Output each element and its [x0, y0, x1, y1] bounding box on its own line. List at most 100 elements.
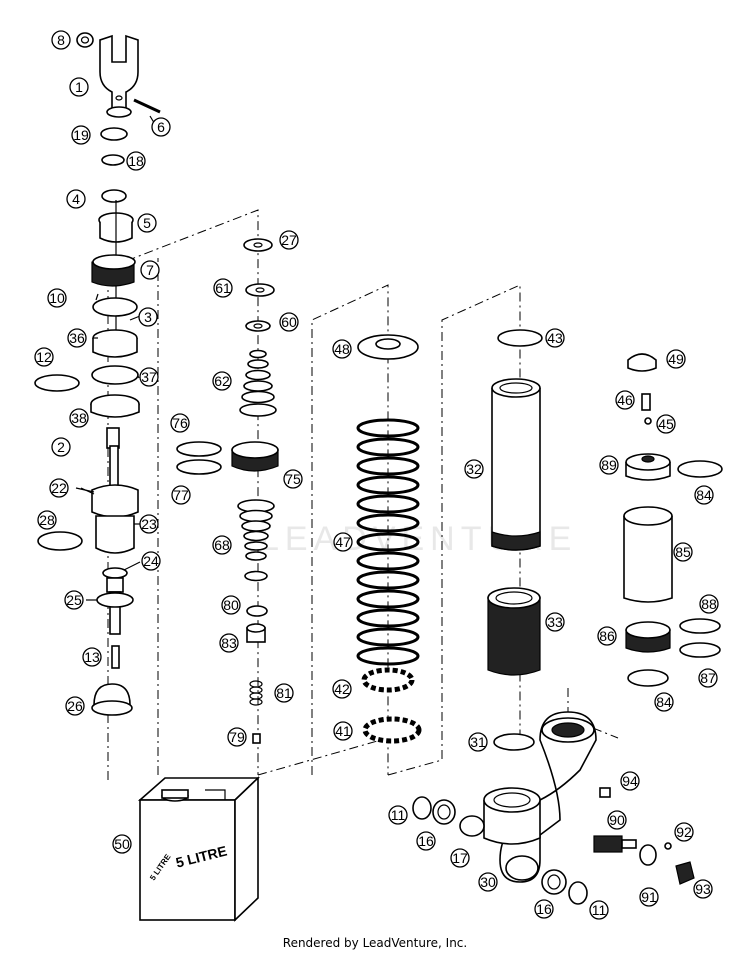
part-adjuster-33: [487, 587, 541, 676]
part-clevis: [99, 34, 139, 118]
callout-79: 79: [227, 727, 247, 747]
callout-91: 91: [639, 887, 659, 907]
callout-61: 61: [213, 278, 233, 298]
part-ring-19: [100, 127, 128, 141]
callout-7: 7: [140, 260, 160, 280]
svg-text:94: 94: [622, 773, 638, 789]
callout-25: 25: [64, 590, 84, 610]
callout-42: 42: [332, 679, 352, 699]
svg-text:18: 18: [128, 153, 144, 169]
part-ring-87: [679, 642, 721, 658]
svg-text:61: 61: [215, 280, 231, 296]
callout-47: 47: [333, 532, 353, 552]
svg-text:41: 41: [335, 723, 351, 739]
part-spring-81: [249, 680, 263, 706]
svg-text:25: 25: [66, 592, 82, 608]
callout-80: 80: [221, 595, 241, 615]
callout-12: 12: [34, 347, 54, 367]
callout-37: 37: [139, 367, 159, 387]
callout-84-upper: 84: [694, 485, 714, 505]
callout-87: 87: [698, 668, 718, 688]
part-cap-49: [627, 353, 657, 372]
callout-19: 19: [71, 125, 91, 145]
svg-text:5: 5: [143, 215, 151, 231]
svg-text:33: 33: [547, 614, 563, 630]
svg-text:36: 36: [69, 330, 85, 346]
callout-28: 28: [37, 510, 57, 530]
part-ring-43: [497, 329, 543, 347]
part-ring-84-upper: [677, 460, 723, 478]
svg-text:22: 22: [51, 480, 67, 496]
svg-text:10: 10: [49, 290, 65, 306]
svg-text:11: 11: [592, 902, 607, 918]
svg-text:26: 26: [67, 698, 83, 714]
svg-text:75: 75: [285, 471, 301, 487]
callout-27: 27: [279, 230, 299, 250]
part-bushing-16-left: [432, 799, 456, 825]
svg-text:38: 38: [71, 410, 87, 426]
svg-text:89: 89: [601, 457, 617, 473]
svg-text:93: 93: [695, 881, 711, 897]
svg-text:46: 46: [617, 392, 633, 408]
part-seal-11-right: [568, 881, 588, 905]
part-ball-92: [664, 842, 672, 850]
callout-31: 31: [468, 732, 488, 752]
svg-text:77: 77: [173, 487, 189, 503]
part-main-spring-47: [356, 418, 420, 666]
callout-13: 13: [82, 647, 102, 667]
svg-text:4: 4: [72, 191, 80, 207]
part-sleeve-17: [459, 815, 485, 837]
svg-text:62: 62: [214, 373, 230, 389]
part-nut-83: [246, 623, 266, 643]
part-cap-26: [91, 683, 133, 716]
svg-text:86: 86: [599, 628, 615, 644]
part-ring-88: [679, 618, 721, 634]
part-bearing-86: [625, 621, 671, 653]
part-ring-28: [37, 531, 83, 551]
svg-text:85: 85: [675, 544, 691, 560]
part-pin-6: [133, 98, 161, 114]
part-piston-75: [231, 441, 279, 472]
part-piston-89: [625, 453, 671, 481]
part-ring-12: [34, 374, 80, 392]
svg-text:3: 3: [144, 309, 152, 325]
part-lock-ring-41: [362, 716, 422, 744]
part-oil-can-50: 5 LITRE 5 LITRE: [137, 776, 260, 922]
svg-text:60: 60: [281, 314, 297, 330]
part-ring-18: [101, 154, 125, 166]
callout-46: 46: [615, 390, 635, 410]
svg-text:37: 37: [141, 369, 157, 385]
part-bushing-16-right: [541, 869, 567, 895]
callout-11-left: 11: [388, 805, 408, 825]
callout-86: 86: [597, 626, 617, 646]
callout-23: 23: [139, 514, 159, 534]
part-screw-79: [252, 733, 261, 744]
callout-60: 60: [279, 312, 299, 332]
callout-26: 26: [65, 696, 85, 716]
callout-77: 77: [171, 485, 191, 505]
callout-45: 45: [656, 414, 676, 434]
callout-38: 38: [69, 408, 89, 428]
svg-text:45: 45: [658, 416, 674, 432]
callout-90: 90: [607, 810, 627, 830]
callout-76: 76: [170, 413, 190, 433]
part-ring-31: [493, 733, 535, 751]
part-lower-housing: [483, 711, 597, 883]
part-ball-45: [644, 417, 652, 425]
callout-6: 6: [151, 117, 171, 137]
svg-text:2: 2: [57, 439, 65, 455]
svg-text:12: 12: [36, 349, 52, 365]
svg-text:79: 79: [229, 729, 245, 745]
svg-text:11: 11: [391, 807, 406, 823]
svg-text:31: 31: [470, 734, 486, 750]
part-valve-13: [111, 645, 120, 669]
callout-62: 62: [212, 371, 232, 391]
callout-93: 93: [693, 879, 713, 899]
svg-text:76: 76: [172, 415, 188, 431]
callout-18: 18: [126, 151, 146, 171]
svg-text:16: 16: [418, 833, 434, 849]
svg-text:27: 27: [281, 232, 297, 248]
part-ring-77: [176, 459, 222, 475]
svg-text:24: 24: [143, 553, 159, 569]
